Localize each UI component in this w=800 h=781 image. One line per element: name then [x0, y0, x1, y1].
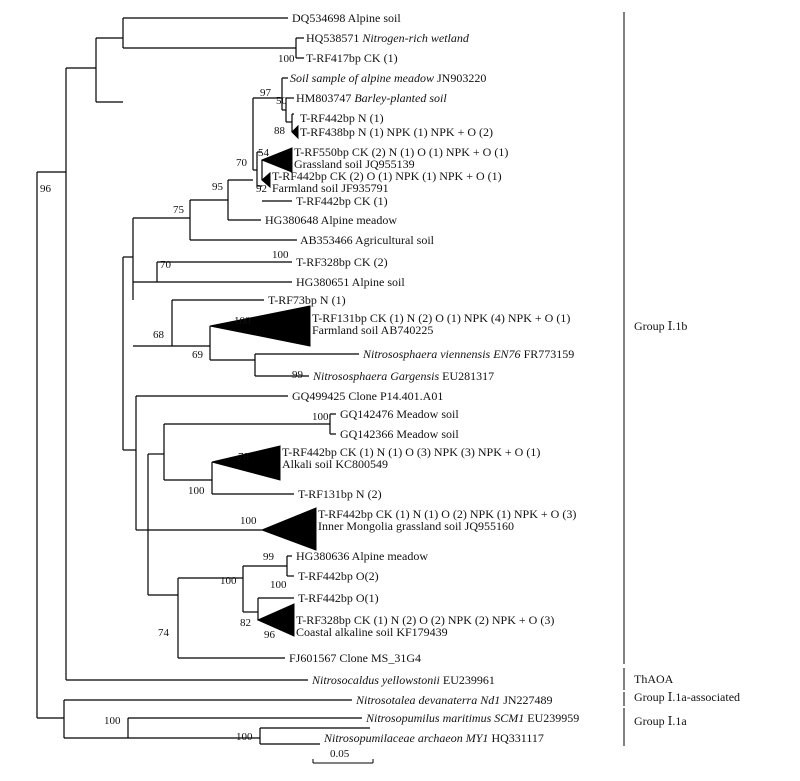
leaf-inner-mongolia-jq955160: Inner Mongolia grassland soil JQ955160: [318, 519, 514, 533]
leaf-gq499425: GQ499425 Clone P14.401.A01: [292, 389, 443, 403]
leaf-eu239959: Nitrosopumilus maritimus SCM1 EU239959: [365, 711, 579, 725]
bootstrap-328: 100: [272, 249, 289, 261]
bootstrap-96: 96: [264, 629, 276, 641]
leaf-rf442-im: T-RF442bp CK (1) N (1) O (2) NPK (1) NPK…: [318, 507, 576, 521]
bootstrap-82: 82: [240, 617, 251, 629]
leaf-rf328-coastal: T-RF328bp CK (1) N (2) O (2) NPK (2) NPK…: [296, 613, 554, 627]
leaf-hq538571: HQ538571 Nitrogen-rich wetland: [306, 31, 470, 45]
bootstrap-70b: 70: [160, 259, 172, 271]
bootstrap-root: 96: [40, 183, 52, 195]
leaf-farmland-ab740225: Farmland soil AB740225: [312, 323, 433, 337]
leaf-rf417: T-RF417bp CK (1): [306, 51, 398, 65]
group-label-1-1a-associated: Group Ⅰ.1a-associated: [634, 690, 740, 704]
leaf-eu239961: Nitrosocaldus yellowstonii EU239961: [311, 673, 495, 687]
leaf-jn227489: Nitrosotalea devanaterra Nd1 JN227489: [355, 693, 553, 707]
leaf-rf73: T-RF73bp N (1): [268, 293, 346, 307]
leaf-hg380636: HG380636 Alpine meadow: [296, 549, 428, 563]
leaf-hq331117: Nitrosopumilaceae archaeon MY1 HQ331117: [323, 731, 544, 745]
collapsed-clades: [209, 124, 317, 637]
bootstrap-70a: 70: [236, 157, 248, 169]
clade-triangle-alkali: [211, 445, 281, 481]
bootstrap-99: 99: [292, 369, 304, 381]
clade-triangle-coastal: [256, 603, 295, 637]
bootstrap-hg99: 99: [263, 551, 275, 563]
bootstrap-hm803747: 97: [260, 87, 272, 99]
leaf-ab353466: AB353466 Agricultural soil: [300, 233, 435, 247]
leaf-hg380648: HG380648 Alpine meadow: [265, 213, 397, 227]
leaf-rf442-ck1: T-RF442bp CK (1): [296, 194, 388, 208]
leaf-coastal-kf179439: Coastal alkaline soil KF179439: [296, 625, 448, 639]
clade-triangle-rf438: [291, 124, 299, 140]
bootstrap-rf417: 100: [278, 53, 295, 65]
leaf-fj601567: FJ601567 Clone MS_31G4: [289, 651, 421, 665]
leaf-farmland-jf935791: Farmland soil JF935791: [272, 181, 389, 195]
bootstrap-rf550: 54: [258, 147, 270, 159]
leaf-rf442-mix: T-RF442bp CK (2) O (1) NPK (1) NPK + O (…: [272, 169, 502, 183]
leaf-rf438: T-RF438bp N (1) NPK (1) NPK + O (2): [300, 125, 493, 139]
bootstrap-69: 69: [192, 349, 204, 361]
clade-triangle-inner-mongolia: [260, 507, 317, 551]
bootstrap-rf438: 88: [274, 125, 286, 137]
clade-triangle-farmland-ab740225: [209, 305, 311, 347]
bootstrap-100c: 100: [220, 575, 237, 587]
bootstrap-68: 68: [153, 329, 165, 341]
leaf-rf442-n1: T-RF442bp N (1): [300, 111, 384, 125]
leaf-rf550: T-RF550bp CK (2) N (1) O (1) NPK + O (1): [294, 145, 508, 159]
bootstrap-meadow: 100: [312, 411, 329, 423]
leaf-labels: DQ534698 Alpine soil HQ538571 Nitrogen-r…: [265, 11, 579, 745]
bootstrap-74: 74: [158, 627, 170, 639]
clade-triangle-grassland: [260, 147, 293, 173]
bootstrap-rf442n1: 50: [276, 95, 288, 107]
scale-bar-label: 0.05: [330, 748, 350, 760]
bootstrap-values: 96 100 97 50 88 54 92 70 95 75 70 100 10…: [40, 53, 329, 743]
group-label-1-1a: Group Ⅰ.1a: [634, 714, 687, 728]
leaf-rf328-ck2: T-RF328bp CK (2): [296, 255, 388, 269]
leaf-fr773159: Nitrososphaera viennensis EN76 FR773159: [362, 347, 574, 361]
tree-branches: [36, 17, 370, 745]
leaf-rf442-o1: T-RF442bp O(1): [298, 591, 379, 605]
leaf-rf131-big: T-RF131bp CK (1) N (2) O (1) NPK (4) NPK…: [312, 311, 570, 325]
bootstrap-75: 75: [173, 204, 185, 216]
bootstrap-alk78: 78: [238, 451, 250, 463]
bootstrap-im100: 100: [240, 515, 257, 527]
leaf-rf442-o2: T-RF442bp O(2): [298, 569, 379, 583]
group-label-thaoa: ThAOA: [634, 672, 674, 686]
leaf-rf131-n2: T-RF131bp N (2): [298, 487, 382, 501]
leaf-rf442-alkali: T-RF442bp CK (1) N (1) O (3) NPK (3) NPK…: [282, 445, 540, 459]
leaf-gq142366: GQ142366 Meadow soil: [340, 427, 459, 441]
group-label-1-1b: Group Ⅰ.1b: [634, 319, 687, 333]
leaf-alkali-kc800549: Alkali soil KC800549: [282, 457, 388, 471]
bootstrap-95: 95: [212, 181, 224, 193]
bootstrap-alk100: 100: [188, 485, 205, 497]
bootstrap-grp1a-100: 100: [104, 715, 121, 727]
bootstrap-farm: 92: [256, 183, 267, 195]
clade-triangle-farmland: [261, 171, 271, 189]
bootstrap-o2-100: 100: [270, 579, 287, 591]
bootstrap-100-farmland: 100: [234, 315, 251, 327]
leaf-hg380651: HG380651 Alpine soil: [296, 275, 405, 289]
leaf-gq142476: GQ142476 Meadow soil: [340, 407, 459, 421]
leaf-dq534698: DQ534698 Alpine soil: [292, 11, 401, 25]
leaf-jn903220: Soil sample of alpine meadow JN903220: [290, 71, 486, 85]
leaf-hm803747: HM803747 Barley-planted soil: [296, 91, 447, 105]
scale-bar: 0.05: [312, 748, 374, 764]
bootstrap-grp1a-100b: 100: [236, 731, 253, 743]
leaf-grassland-jq955139: Grassland soil JQ955139: [294, 157, 415, 171]
leaf-eu281317: Nitrososphaera Gargensis EU281317: [312, 369, 494, 383]
